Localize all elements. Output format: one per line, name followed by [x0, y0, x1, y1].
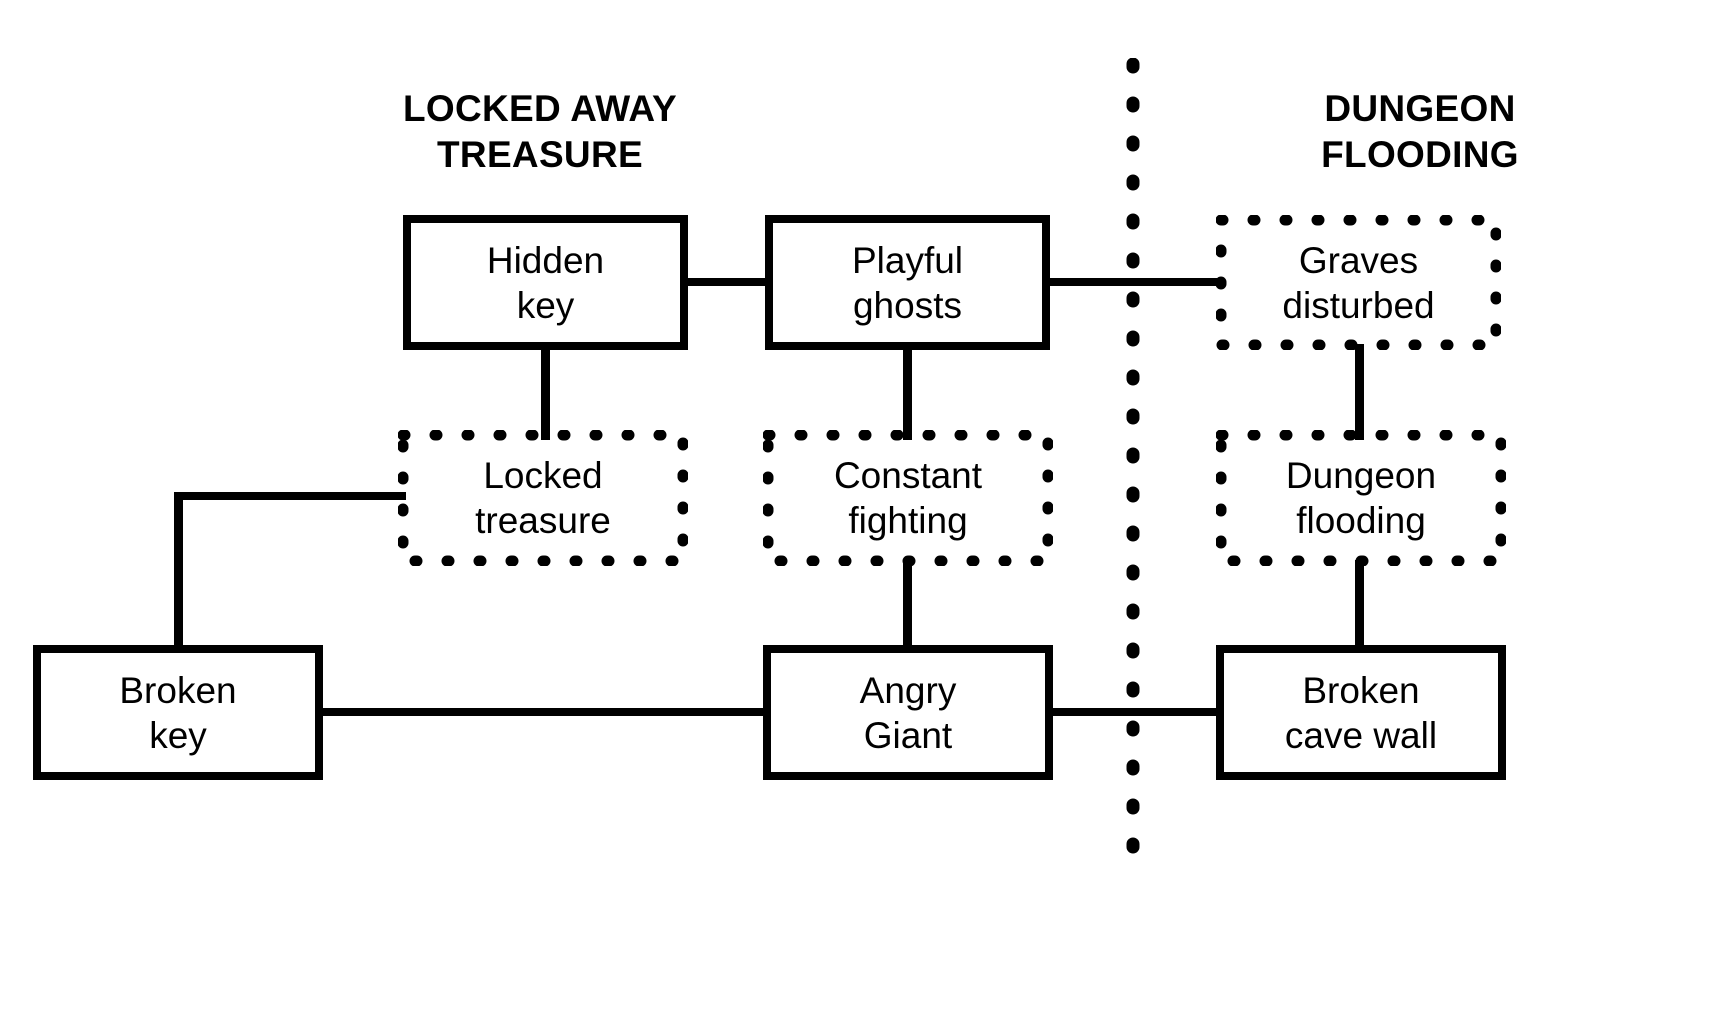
node-dungeon-flooding[interactable]: Dungeon flooding — [1216, 430, 1506, 566]
node-label: Constant fighting — [833, 455, 983, 541]
edge-playful-ghosts-constant-fighting — [903, 344, 912, 440]
node-playful-ghosts[interactable]: Playful ghosts — [765, 215, 1050, 350]
node-label: Broken cave wall — [1284, 669, 1438, 756]
edge-angry-giant-broken-cave-wall — [1044, 708, 1224, 716]
edge-hidden-key-playful-ghosts — [680, 278, 772, 286]
node-broken-key[interactable]: Broken key — [33, 645, 323, 780]
node-label: Hidden key — [486, 239, 605, 326]
node-label: Playful ghosts — [851, 239, 964, 326]
node-label: Angry Giant — [859, 669, 957, 756]
edge-broken-key-locked-treasure-horizontal — [174, 492, 406, 500]
edge-constant-fighting-angry-giant — [903, 560, 912, 652]
edge-playful-ghosts-graves-disturbed — [1044, 278, 1224, 286]
node-hidden-key[interactable]: Hidden key — [403, 215, 688, 350]
node-angry-giant[interactable]: Angry Giant — [763, 645, 1053, 780]
node-label: Locked treasure — [475, 455, 611, 541]
node-label: Graves disturbed — [1282, 239, 1435, 326]
node-label: Broken key — [119, 669, 237, 756]
edge-broken-key-angry-giant — [316, 708, 772, 716]
node-graves-disturbed[interactable]: Graves disturbed — [1216, 215, 1501, 350]
section-divider — [1126, 58, 1140, 888]
section-title-dungeon-flooding: DUNGEON FLOODING — [1321, 88, 1519, 175]
edge-broken-key-locked-treasure-vertical — [174, 492, 183, 652]
node-locked-treasure[interactable]: Locked treasure — [398, 430, 688, 566]
edge-dungeon-flooding-broken-cave-wall — [1355, 560, 1364, 652]
node-label: Dungeon flooding — [1285, 455, 1437, 541]
edge-graves-disturbed-dungeon-flooding — [1355, 344, 1364, 440]
section-title-locked-away-treasure: LOCKED AWAY TREASURE — [403, 88, 677, 175]
edge-hidden-key-locked-treasure — [541, 344, 550, 440]
node-constant-fighting[interactable]: Constant fighting — [763, 430, 1053, 566]
node-broken-cave-wall[interactable]: Broken cave wall — [1216, 645, 1506, 780]
